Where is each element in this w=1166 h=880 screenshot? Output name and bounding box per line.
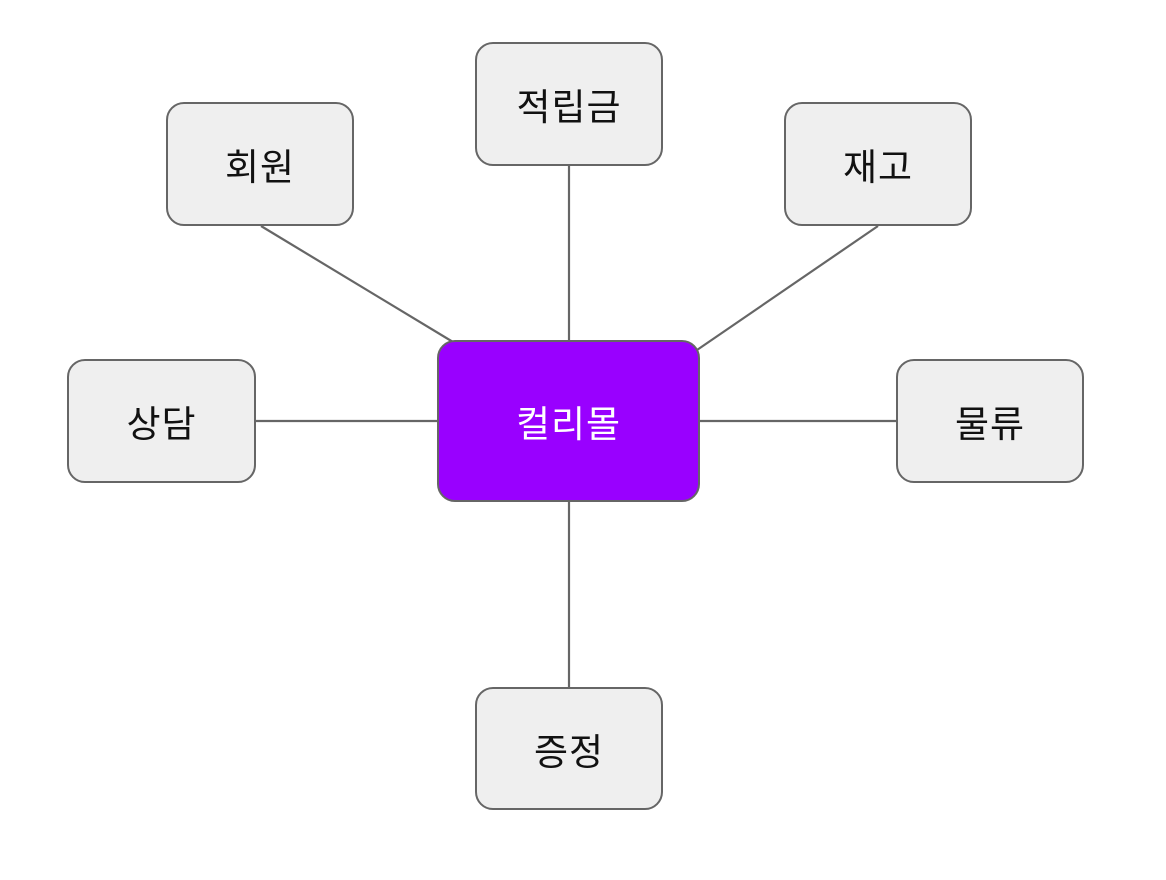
- node-hoewon[interactable]: 회원: [166, 102, 354, 226]
- node-center-kurlymall[interactable]: 컬리몰: [437, 340, 700, 502]
- node-jeungjeong[interactable]: 증정: [475, 687, 663, 810]
- node-mullyu-label: 물류: [954, 403, 1026, 446]
- edge-center-to-hoewon: [260, 225, 454, 343]
- node-hoewon-label: 회원: [224, 146, 296, 189]
- node-jaego[interactable]: 재고: [784, 102, 972, 226]
- node-sangdam-label: 상담: [126, 403, 197, 446]
- node-sangdam[interactable]: 상담: [67, 359, 256, 483]
- node-center-label: 컬리몰: [515, 403, 622, 446]
- node-jeoglipgeum-label: 적립금: [516, 86, 622, 129]
- node-jeungjeong-label: 증정: [533, 730, 605, 774]
- edge-center-to-jaego: [696, 225, 879, 351]
- node-jaego-label: 재고: [842, 146, 914, 189]
- node-jeoglipgeum[interactable]: 적립금: [475, 42, 663, 166]
- node-mullyu[interactable]: 물류: [896, 359, 1084, 483]
